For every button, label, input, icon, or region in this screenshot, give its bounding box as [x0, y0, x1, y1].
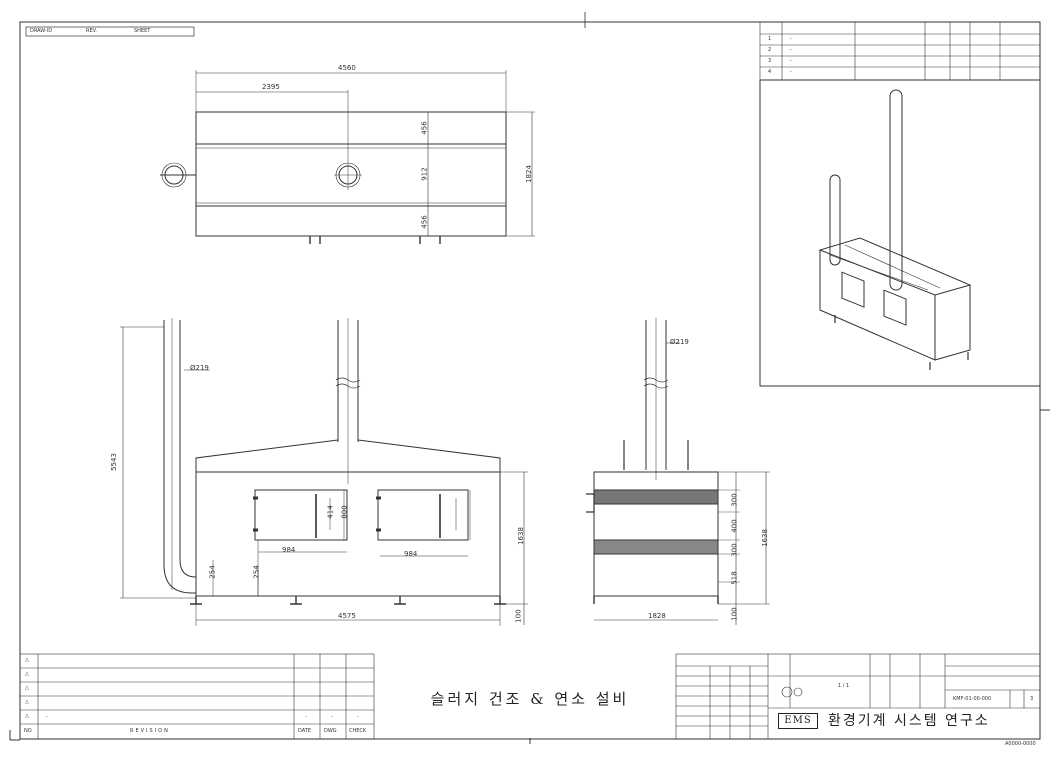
- dim-front-body-height: 1638: [516, 527, 525, 545]
- rev-header-dwg: DWG: [324, 728, 337, 734]
- dim-front-bottom2: 254: [252, 565, 261, 579]
- parts-row-3-name: -: [790, 58, 792, 64]
- header-field-1: DRAW-ID: [30, 28, 53, 34]
- dim-plan-seg1: 456: [420, 121, 429, 135]
- dim-front-box-h2: 800: [340, 505, 349, 519]
- parts-row-2-name: -: [790, 47, 792, 53]
- dim-front-stack-height: 5543: [109, 453, 118, 471]
- title-block-drawing-no: KMF-01-00-000: [953, 696, 992, 702]
- drawing-title: 슬러지 건조 & 연소 설비: [430, 690, 630, 708]
- rev-symbol-5: △: [25, 657, 29, 663]
- rev-symbol-2: △: [25, 699, 29, 705]
- dim-side-s3: 300: [730, 543, 739, 557]
- dim-side-s4: 518: [730, 571, 739, 585]
- revision-block: [19, 653, 375, 740]
- parts-row-4-no: 4: [768, 69, 772, 75]
- rev-row-dwg: -: [331, 714, 333, 720]
- dim-side-s5: 100: [730, 607, 739, 621]
- footer-code: A0000-0000: [1005, 741, 1036, 747]
- rev-header-date: DATE: [298, 728, 312, 734]
- company-logo: EMS: [778, 713, 818, 729]
- rev-header-no: NO: [24, 728, 32, 734]
- dim-side-width: 1828: [648, 612, 666, 620]
- dim-plan-half: 2395: [262, 83, 280, 91]
- header-field-box: [25, 26, 195, 37]
- dim-front-box-w2: 984: [404, 550, 418, 558]
- dim-plan-height: 1824: [524, 165, 533, 183]
- parts-row-1-name: -: [790, 36, 792, 42]
- side-view: [586, 318, 770, 625]
- dim-plan-total-width: 4560: [338, 64, 356, 72]
- plan-view: [160, 70, 535, 244]
- dim-front-box-h1: 414: [326, 505, 335, 519]
- title-block: [675, 653, 1041, 740]
- dim-front-bottom1: 254: [208, 565, 217, 579]
- rev-header-check: CHECK: [349, 728, 367, 734]
- parts-row-2-no: 2: [768, 47, 772, 53]
- iso-view: [759, 79, 1041, 387]
- header-field-3: SHEET: [134, 28, 151, 34]
- parts-table: [759, 21, 1041, 81]
- dim-front-leg: 100: [514, 609, 523, 623]
- dim-plan-seg2: 912: [420, 167, 429, 181]
- rev-header-revision: REVISION: [130, 728, 170, 734]
- rev-symbol-3: △: [25, 685, 29, 691]
- dim-side-s1: 300: [730, 493, 739, 507]
- parts-row-4-name: -: [790, 69, 792, 75]
- dim-side-s2: 400: [730, 519, 739, 533]
- front-view: [120, 318, 528, 626]
- company-name: 환경기계 시스템 연구소: [828, 713, 990, 729]
- dim-front-pipe-dia: Ø219: [190, 364, 209, 372]
- rev-symbol-4: △: [25, 671, 29, 677]
- parts-row-1-no: 1: [768, 36, 772, 42]
- rev-row-revision: -: [46, 714, 48, 720]
- dim-side-total-height: 1638: [760, 529, 769, 547]
- rev-row-check: -: [357, 714, 359, 720]
- rev-row-date: -: [305, 714, 307, 720]
- rev-symbol-1: △: [25, 713, 29, 719]
- dim-front-box-w1: 984: [282, 546, 296, 554]
- parts-row-3-no: 3: [768, 58, 772, 64]
- sheet-border: [19, 21, 1041, 740]
- dim-plan-seg3: 456: [420, 215, 429, 229]
- dim-side-pipe-dia: Ø219: [670, 338, 689, 346]
- title-block-sheet: 3: [1030, 696, 1034, 702]
- dim-front-total-width: 4575: [338, 612, 356, 620]
- header-field-2: REV.: [86, 28, 97, 34]
- title-block-scale: 1 / 1: [838, 683, 850, 689]
